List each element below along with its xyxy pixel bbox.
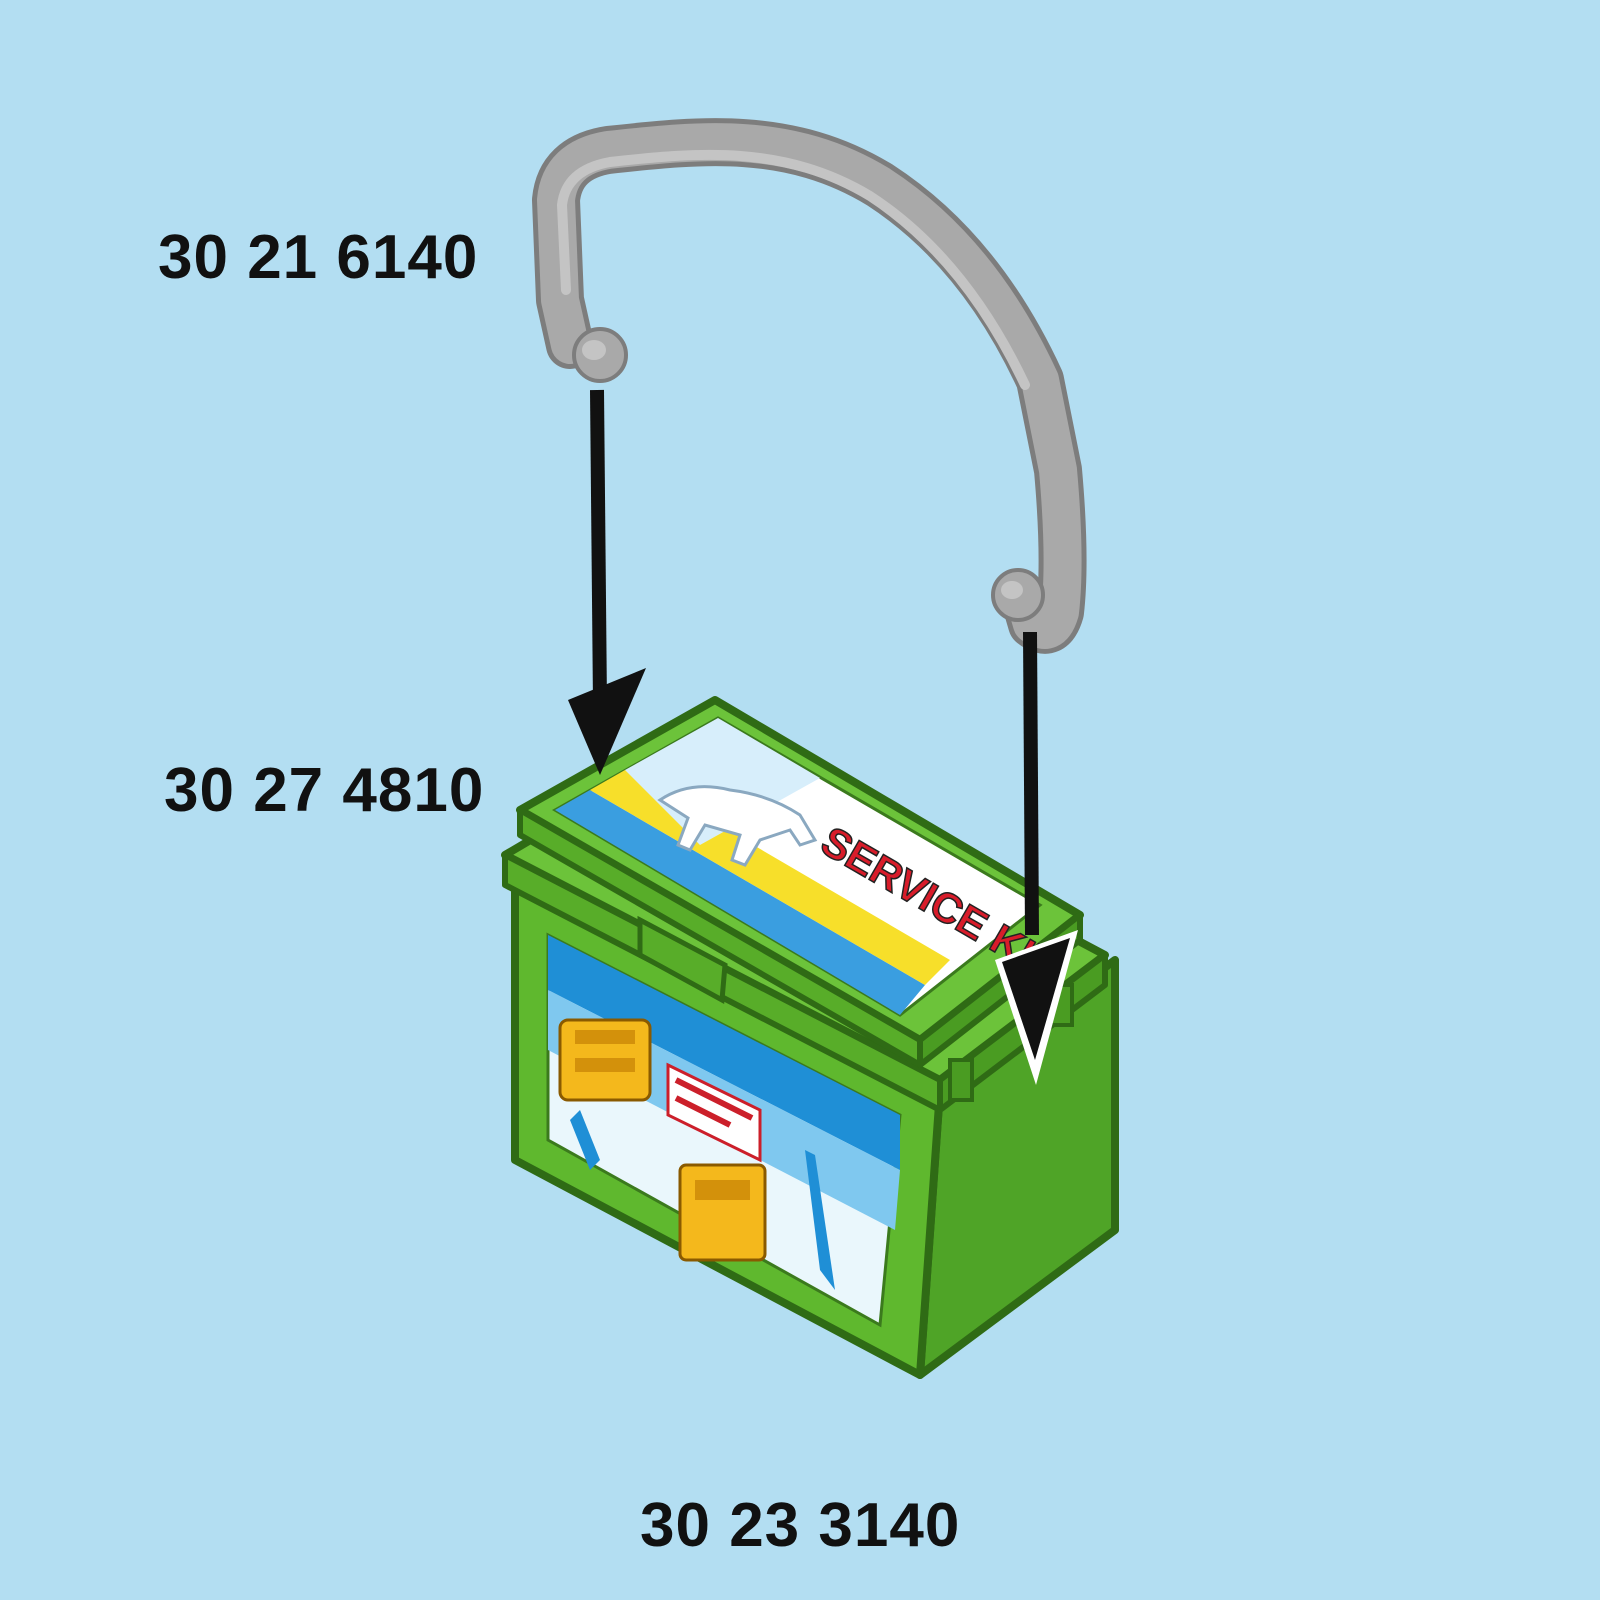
lid-sticker-part: SERVICE KIT	[552, 716, 1066, 1017]
handle-part-number: 30 21 6140	[158, 223, 479, 292]
box-part-number: 30 23 3140	[640, 1491, 961, 1560]
fuel-can-icon	[678, 1163, 767, 1262]
sticker-part-number: 30 27 4810	[164, 756, 485, 825]
handle-part	[532, 118, 1087, 654]
horse-logo-icon	[657, 785, 818, 867]
toolcase-icon	[558, 1018, 652, 1102]
front-decal	[546, 932, 902, 1328]
assembly-arrow-right	[995, 631, 1078, 1085]
assembly-arrow-left	[568, 389, 646, 775]
